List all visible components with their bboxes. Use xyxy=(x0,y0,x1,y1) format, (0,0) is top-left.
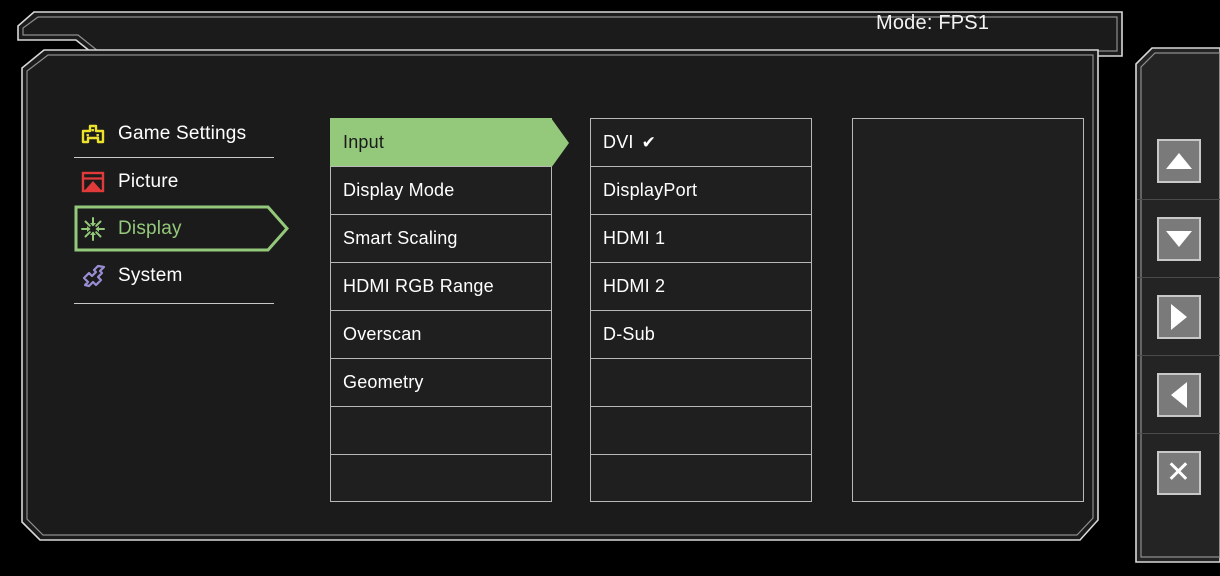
down-arrow-key-face xyxy=(1156,216,1201,261)
option-item-label: HDMI 1 xyxy=(603,228,666,248)
left-arrow-button[interactable] xyxy=(1137,356,1220,434)
option-item-label: HDMI 2 xyxy=(603,276,666,296)
sidebar-item-display[interactable]: Display xyxy=(74,205,324,252)
sidebar-selection-chevron xyxy=(74,205,290,252)
left-arrow-icon xyxy=(1170,381,1187,408)
option-item-d-sub[interactable]: D-Sub xyxy=(590,310,812,358)
option-item-dvi[interactable]: DVI ✔ xyxy=(590,118,812,166)
option-item-empty xyxy=(590,454,812,502)
down-arrow-button[interactable] xyxy=(1137,200,1220,278)
sidebar-item-picture[interactable]: Picture xyxy=(74,158,324,205)
sidebar-item-label: Game Settings xyxy=(118,122,247,144)
close-key-face: ✕ xyxy=(1156,451,1201,495)
menu-item-empty xyxy=(330,454,552,502)
sidebar-item-label: System xyxy=(118,264,183,286)
option-item-hdmi-2[interactable]: HDMI 2 xyxy=(590,262,812,310)
menu-item-geometry[interactable]: Geometry xyxy=(330,358,552,406)
close-icon: ✕ xyxy=(1165,456,1192,489)
option-item-label: DisplayPort xyxy=(603,180,698,200)
sidebar-divider-2 xyxy=(74,303,274,304)
up-arrow-button[interactable] xyxy=(1137,122,1220,200)
menu-item-label: Input xyxy=(343,132,385,152)
option-item-label: DVI xyxy=(603,132,634,152)
options-column: DVI ✔ DisplayPort HDMI 1 HDMI 2 D-Sub xyxy=(590,118,812,502)
check-icon: ✔ xyxy=(641,133,656,152)
menu-item-label: Geometry xyxy=(343,372,424,392)
sidebar-item-game-settings[interactable]: Game Settings xyxy=(74,110,324,157)
sidebar-item-system[interactable]: System xyxy=(74,252,324,299)
wrench-icon xyxy=(82,264,106,287)
menu-item-label: Smart Scaling xyxy=(343,228,458,248)
right-arrow-icon xyxy=(1170,303,1187,330)
menu-item-input[interactable]: Input xyxy=(330,118,569,168)
down-arrow-icon xyxy=(1165,230,1192,247)
option-item-empty xyxy=(590,406,812,454)
menu-item-smart-scaling[interactable]: Smart Scaling xyxy=(330,214,552,262)
gamepad-icon xyxy=(81,124,105,143)
option-item-label: D-Sub xyxy=(603,324,656,344)
menu-item-empty xyxy=(330,406,552,454)
up-arrow-key-face xyxy=(1156,138,1201,183)
option-item-hdmi-1[interactable]: HDMI 1 xyxy=(590,214,812,262)
preview-panel xyxy=(852,118,1084,502)
display-scale-icon xyxy=(81,216,105,241)
key-rail-spacer xyxy=(1137,60,1220,122)
menu-item-label: Overscan xyxy=(343,324,422,344)
menu-item-label: Display Mode xyxy=(343,180,455,200)
sidebar-item-label: Display xyxy=(118,217,182,239)
mode-title: Mode: FPS1 xyxy=(876,12,990,34)
sidebar: Game Settings Picture xyxy=(74,110,324,304)
sidebar-item-label: Picture xyxy=(118,170,179,192)
menu-item-label: HDMI RGB Range xyxy=(343,276,494,296)
menu-column: Input Display Mode Smart Scaling HDMI RG… xyxy=(330,118,569,502)
picture-icon xyxy=(81,171,105,192)
menu-item-overscan[interactable]: Overscan xyxy=(330,310,552,358)
key-rail: ✕ xyxy=(1137,60,1220,558)
right-arrow-key-face xyxy=(1156,294,1201,339)
option-item-displayport[interactable]: DisplayPort xyxy=(590,166,812,214)
close-button[interactable]: ✕ xyxy=(1137,434,1220,512)
option-item-empty xyxy=(590,358,812,406)
menu-item-display-mode[interactable]: Display Mode xyxy=(330,166,552,214)
menu-item-hdmi-rgb-range[interactable]: HDMI RGB Range xyxy=(330,262,552,310)
up-arrow-icon xyxy=(1165,152,1192,169)
left-arrow-key-face xyxy=(1156,372,1201,417)
right-arrow-button[interactable] xyxy=(1137,278,1220,356)
